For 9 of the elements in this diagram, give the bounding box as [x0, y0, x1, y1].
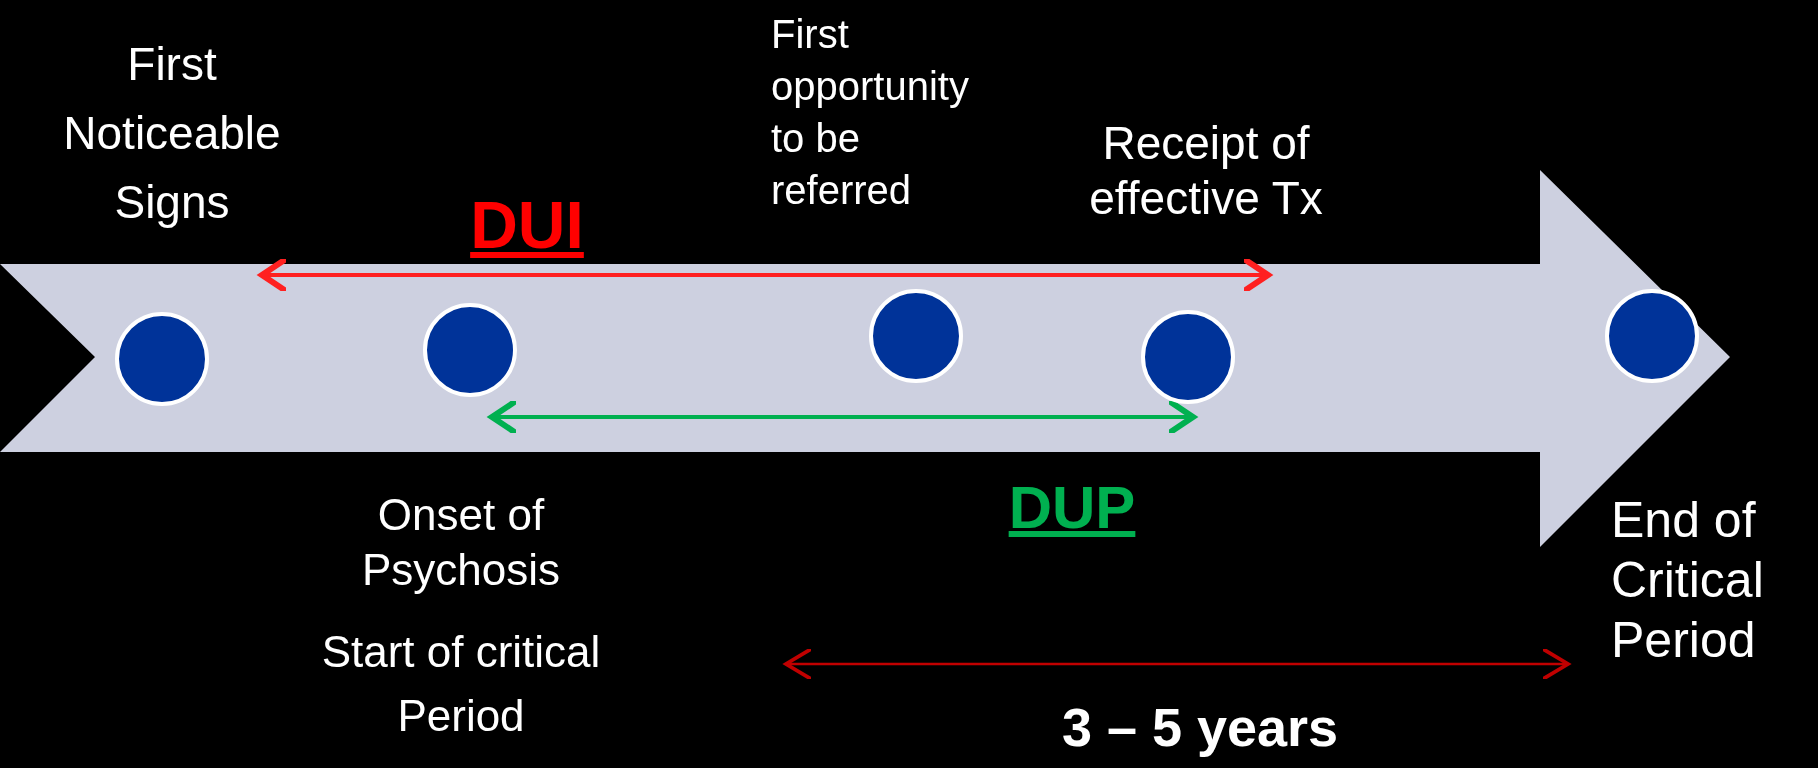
span-label: DUP	[1007, 478, 1137, 538]
span-arrow	[489, 398, 1196, 436]
milestone-label: Receipt of effective Tx	[1088, 116, 1324, 227]
milestone-label: Start of critical Period	[320, 626, 602, 742]
milestone-label: First opportunity to be referred	[771, 11, 970, 214]
span-label: DUI	[469, 192, 585, 258]
milestone-label: Onset of Psychosis	[360, 489, 562, 596]
milestone-label: End of Critical Period	[1611, 491, 1765, 670]
milestone-label: First Noticeable Signs	[62, 37, 282, 230]
